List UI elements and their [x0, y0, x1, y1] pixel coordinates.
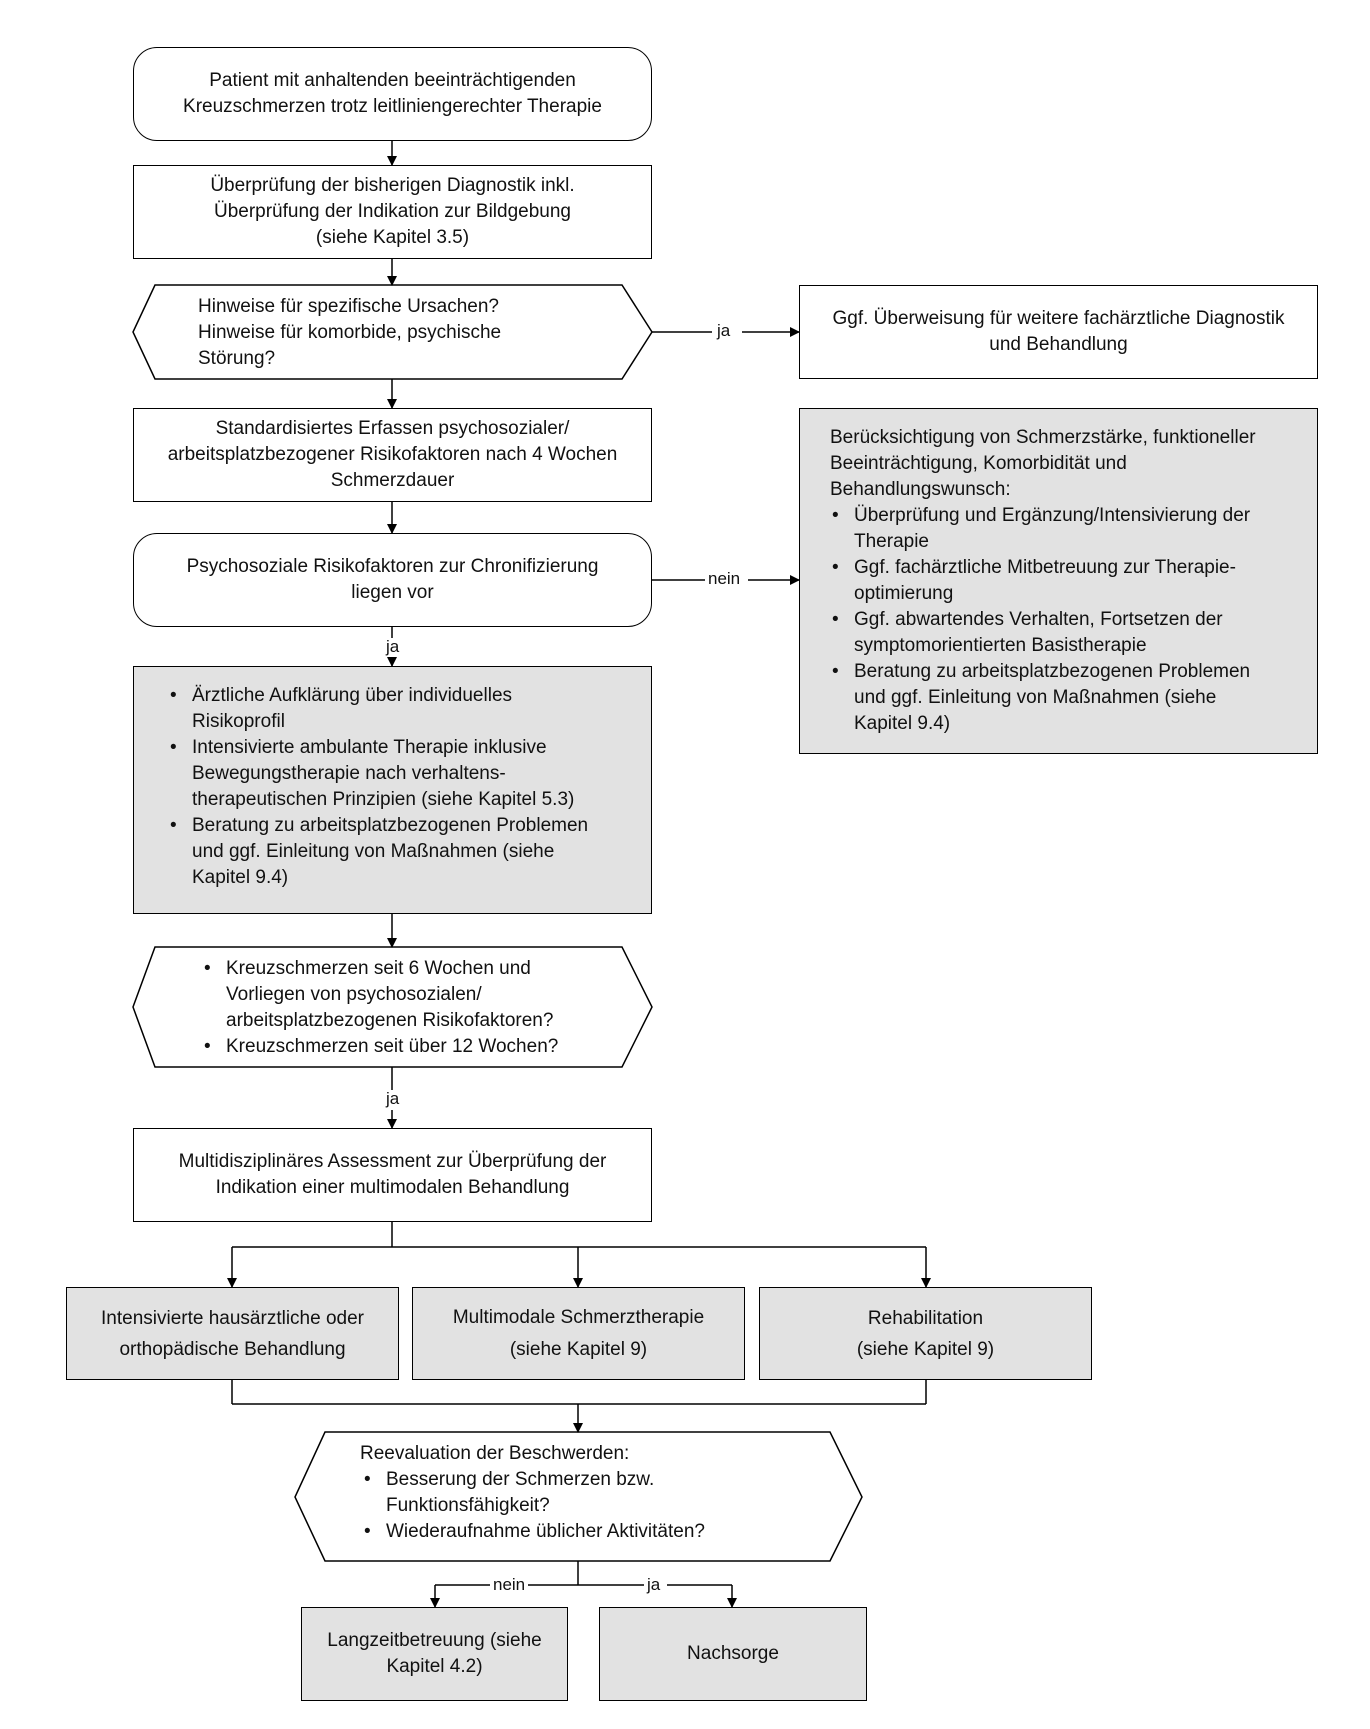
assessment-line-2: Indikation einer multimodalen Behandlung	[215, 1177, 570, 1198]
reevaluation-item-1-line-2: Funktionsfähigkeit?	[386, 1495, 550, 1516]
option-rehab-line-2: (siehe Kapitel 9)	[856, 1338, 995, 1360]
consider-item-4-line-3: Kapitel 9.4)	[854, 713, 951, 734]
label-no-longterm: nein	[490, 1576, 529, 1594]
reevaluation-item: Wiederaufnahme üblicher Aktivitäten?	[364, 1519, 705, 1545]
measures-item-3-line-3: Kapitel 9.4)	[192, 867, 289, 888]
option-gp-line-1: Intensivierte hausärztliche oder	[101, 1307, 364, 1329]
review-diagnostics-node: Überprüfung der bisherigen Diagnostik in…	[133, 165, 652, 259]
q-risk-line-1: Psychosoziale Risikofaktoren zur Chronif…	[186, 556, 599, 577]
start-text: Patient mit anhaltenden beeinträchtigend…	[183, 70, 602, 117]
review-line-1: Überprüfung der bisherigen Diagnostik in…	[210, 175, 575, 196]
consider-item-4-line-2: und ggf. Einleitung von Maßnahmen (siehe	[854, 687, 1217, 708]
start-node: Patient mit anhaltenden beeinträchtigend…	[133, 47, 652, 141]
q-specific-line-1: Hinweise für spezifische Ursachen?	[198, 296, 499, 317]
assessment-line-1: Multidisziplinäres Assessment zur Überpr…	[178, 1151, 607, 1172]
measures-item: Ärztliche Aufklärung über individuelles …	[170, 683, 588, 735]
consider-item-3-line-1: Ggf. abwartendes Verhalten, Fortsetzen d…	[854, 609, 1223, 630]
duration-item: Kreuzschmerzen seit 6 Wochen und Vorlieg…	[204, 956, 558, 1034]
consider-item-2-line-2: optimierung	[854, 583, 954, 604]
review-line-2: Überprüfung der Indikation zur Bildgebun…	[213, 201, 571, 222]
consider-intro-2: Beeinträchtigung, Komorbidität und	[830, 453, 1127, 474]
screening-line-2: arbeitsplatzbezogener Risikofaktoren nac…	[167, 444, 618, 465]
assessment-node: Multidisziplinäres Assessment zur Überpr…	[133, 1128, 652, 1222]
consider-item: Ggf. abwartendes Verhalten, Fortsetzen d…	[832, 607, 1250, 659]
screening-line-1: Standardisiertes Erfassen psychosozialer…	[215, 418, 570, 439]
label-no-consider: nein	[705, 570, 744, 588]
label-yes-aftercare: ja	[644, 1576, 664, 1594]
duration-item-1-line-1: Kreuzschmerzen seit 6 Wochen und	[226, 958, 531, 979]
option-gp-treatment: Intensivierte hausärztliche oder orthopä…	[66, 1287, 399, 1380]
measures-item-2-line-2: Bewegungstherapie nach verhaltens-	[192, 763, 506, 784]
reevaluation-intro: Reevaluation der Beschwerden:	[360, 1443, 630, 1464]
q-specific-line-3: Störung?	[198, 348, 276, 369]
option-multimodal-line-1: Multimodale Schmerztherapie	[452, 1306, 705, 1328]
question-specific-causes: Hinweise für spezifische Ursachen? Hinwe…	[190, 290, 620, 374]
duration-item-1-line-2: Vorliegen von psychosozialen/	[226, 984, 482, 1005]
measures-item-2-line-1: Intensivierte ambulante Therapie inklusi…	[192, 737, 547, 758]
screening-node: Standardisiertes Erfassen psychosozialer…	[133, 408, 652, 502]
option-multimodal-line-2: (siehe Kapitel 9)	[509, 1338, 648, 1360]
aftercare-text: Nachsorge	[687, 1643, 779, 1664]
option-rehab-line-1: Rehabilitation	[867, 1307, 984, 1329]
measures-list: Ärztliche Aufklärung über individuelles …	[162, 683, 588, 891]
reevaluation-list: Besserung der Schmerzen bzw. Funktionsfä…	[360, 1467, 705, 1545]
consider-item-1-line-2: Therapie	[854, 531, 929, 552]
consider-item-1-line-1: Überprüfung und Ergänzung/Intensivierung…	[854, 505, 1251, 526]
duration-item-1-line-3: arbeitsplatzbezogenen Risikofaktoren?	[226, 1010, 554, 1031]
consider-list: Überprüfung und Ergänzung/Intensivierung…	[830, 503, 1250, 737]
review-line-3: (siehe Kapitel 3.5)	[315, 227, 470, 248]
measures-item: Beratung zu arbeitsplatzbezogenen Proble…	[170, 813, 589, 891]
label-yes-referral: ja	[714, 322, 734, 340]
aftercare-node: Nachsorge	[599, 1607, 867, 1701]
consider-item: Beratung zu arbeitsplatzbezogenen Proble…	[832, 659, 1251, 737]
measures-item: Intensivierte ambulante Therapie inklusi…	[170, 735, 588, 813]
consider-item: Ggf. fachärztliche Mitbetreuung zur Ther…	[832, 555, 1250, 607]
consider-item-2-line-1: Ggf. fachärztliche Mitbetreuung zur Ther…	[854, 557, 1236, 578]
label-yes-assessment: ja	[383, 1090, 403, 1108]
reevaluation-item: Besserung der Schmerzen bzw. Funktionsfä…	[364, 1467, 705, 1519]
consider-factors-node: Berücksichtigung von Schmerzstärke, funk…	[799, 408, 1318, 754]
reevaluation-item-1-line-1: Besserung der Schmerzen bzw.	[386, 1469, 655, 1490]
referral-line-2: und Behandlung	[989, 334, 1128, 355]
consider-item-3-line-2: symptomorientierten Basistherapie	[854, 635, 1147, 656]
question-risk-factors: Psychosoziale Risikofaktoren zur Chronif…	[133, 533, 652, 627]
question-reevaluation: Reevaluation der Beschwerden: Besserung …	[352, 1437, 822, 1557]
duration-item-2-line-1: Kreuzschmerzen seit über 12 Wochen?	[226, 1036, 559, 1057]
measures-item-3-line-2: und ggf. Einleitung von Maßnahmen (siehe	[192, 841, 555, 862]
option-gp-line-2: orthopädische Behandlung	[119, 1338, 346, 1360]
measures-item-3-line-1: Beratung zu arbeitsplatzbezogenen Proble…	[192, 815, 589, 836]
q-specific-line-2: Hinweise für komorbide, psychische	[198, 322, 502, 343]
consider-intro-1: Berücksichtigung von Schmerzstärke, funk…	[830, 427, 1256, 448]
option-rehabilitation: Rehabilitation (siehe Kapitel 9)	[759, 1287, 1092, 1380]
longterm-care-node: Langzeitbetreuung (siehe Kapitel 4.2)	[301, 1607, 568, 1701]
reevaluation-item-2-line-1: Wiederaufnahme üblicher Aktivitäten?	[386, 1521, 705, 1542]
consider-item: Überprüfung und Ergänzung/Intensivierung…	[832, 503, 1251, 555]
consider-intro-3: Behandlungswunsch:	[830, 479, 1011, 500]
measures-item-1-line-1: Ärztliche Aufklärung über individuelles	[192, 685, 513, 706]
referral-node: Ggf. Überweisung für weitere fachärztlic…	[799, 285, 1318, 379]
label-yes-measures: ja	[383, 638, 403, 656]
hexagon-specific-causes	[132, 284, 653, 380]
measures-item-2-line-3: therapeutischen Prinzipien (siehe Kapite…	[192, 789, 575, 810]
option-multimodal-therapy: Multimodale Schmerztherapie (siehe Kapit…	[412, 1287, 745, 1380]
consider-item-4-line-1: Beratung zu arbeitsplatzbezogenen Proble…	[854, 661, 1251, 682]
question-duration: Kreuzschmerzen seit 6 Wochen und Vorlieg…	[170, 952, 630, 1062]
longterm-line-2: Kapitel 4.2)	[386, 1656, 483, 1677]
duration-item: Kreuzschmerzen seit über 12 Wochen?	[204, 1034, 559, 1060]
q-risk-line-2: liegen vor	[351, 582, 434, 603]
referral-line-1: Ggf. Überweisung für weitere fachärztlic…	[832, 308, 1285, 329]
duration-list: Kreuzschmerzen seit 6 Wochen und Vorlieg…	[196, 956, 558, 1060]
measures-node: Ärztliche Aufklärung über individuelles …	[133, 666, 652, 914]
screening-line-3: Schmerzdauer	[330, 470, 455, 491]
measures-item-1-line-2: Risikoprofil	[192, 711, 285, 732]
longterm-line-1: Langzeitbetreuung (siehe	[327, 1630, 542, 1651]
